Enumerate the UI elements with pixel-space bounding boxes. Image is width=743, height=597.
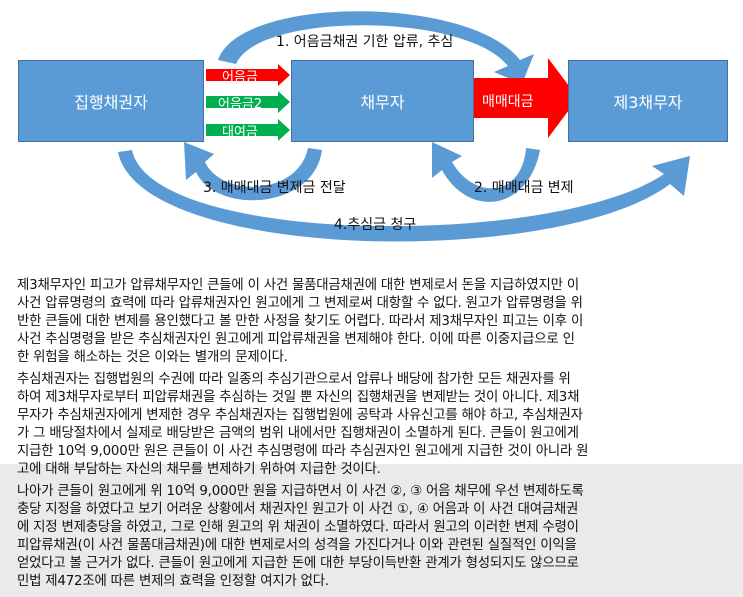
bill-label: 어음금	[222, 70, 258, 85]
line-14: 에 지정 변제충당을 하였고, 그로 인해 원고의 위 채권이 소멸하였다. 따…	[17, 520, 579, 535]
step4-label: 4.추심금 청구	[334, 217, 417, 233]
line-16: 얻었다고 볼 근거가 없다. 큰들이 원고에게 지급한 돈에 대한 부당이득반환…	[17, 556, 579, 571]
creditor-box: 집행채권자	[18, 60, 204, 142]
red-arrow-bill	[206, 64, 290, 86]
line-6: 추심채권자는 집행법원의 수권에 따라 일종의 추심기관으로서 압류나 배당에 …	[17, 372, 571, 387]
line-8: 무자가 추심채권자에게 변제한 경우 추심채권자는 집행법원에 공탁과 사유신고…	[17, 408, 583, 423]
loan-label: 대여금	[222, 125, 258, 140]
line-17: 민법 제472조에 따른 변제의 효력을 인정할 여지가 없다.	[17, 574, 329, 589]
creditor-label: 집행채권자	[74, 93, 148, 112]
flow-diagram	[118, 11, 690, 242]
line-7: 하여 제3채무자로부터 피압류채권을 추심하는 것일 뿐 자신의 집행채권을 변…	[17, 390, 580, 405]
green-arrow-bill-2	[206, 91, 290, 113]
line-1: 제3채무자인 피고가 압류채무자인 큰들에 이 사건 물품대금채권에 대한 변제…	[17, 278, 579, 293]
green-arrow-loan	[206, 119, 290, 141]
line-9: 가 그 배당절차에서 실제로 배당받은 금액의 범위 내에서만 집행채권이 소멸…	[17, 426, 579, 441]
curved-arrow-transfer	[184, 142, 322, 201]
third-debtor-box: 제3채무자	[568, 60, 728, 142]
line-15: 피압류채권(이 사건 물품대금채권)에 대한 변제로서의 성격을 가진다거나 이…	[17, 538, 577, 553]
step3-label: 3. 매매대금 변제금 전달	[203, 180, 346, 196]
curved-arrow-repayment	[432, 142, 540, 202]
sale-price-label: 매매대금	[482, 94, 534, 110]
line-4: 사건 추심명령을 받은 추심채권자인 원고에게 피압류채권을 변제해야 한다. …	[17, 332, 575, 347]
line-12: 나아가 큰들이 원고에게 위 10억 9,000만 원을 지급하면서 이 사건 …	[17, 484, 584, 499]
curved-arrow-seizure	[218, 11, 534, 84]
line-2: 사건 압류명령의 효력에 따라 압류채권자인 원고에게 그 변제로써 대항할 수…	[17, 296, 583, 311]
debtor-box: 채무자	[291, 60, 474, 142]
line-3: 반한 큰들에 대한 변제를 용인했다고 볼 만한 사정을 찾기도 어렵다. 따라…	[17, 314, 584, 329]
line-13: 충당 지정을 하였다고 보기 어려운 상황에서 채권자인 원고가 이 사건 ①,…	[17, 502, 579, 517]
step2-label: 2. 매매대금 변제	[474, 180, 574, 196]
curved-arrow-collection	[118, 150, 690, 242]
line-5: 한 위험을 해소하는 것은 이와는 별개의 문제이다.	[17, 350, 288, 365]
red-arrow-sale-price	[474, 58, 578, 138]
highlight-background	[0, 464, 743, 597]
step1-label: 1. 어음금채권 기한 압류, 추심	[276, 34, 454, 50]
line-11: 고에 대해 부담하는 자신의 채무를 변제하기 위하여 지급한 것이다.	[17, 462, 381, 477]
line-10: 지급한 10억 9,000만 원은 큰들이 이 사건 추심명령에 따라 추심권자…	[17, 444, 589, 459]
debtor-label: 채무자	[360, 93, 405, 112]
bill-2-label: 어음금2	[218, 97, 263, 112]
third-debtor-label: 제3채무자	[613, 93, 683, 112]
